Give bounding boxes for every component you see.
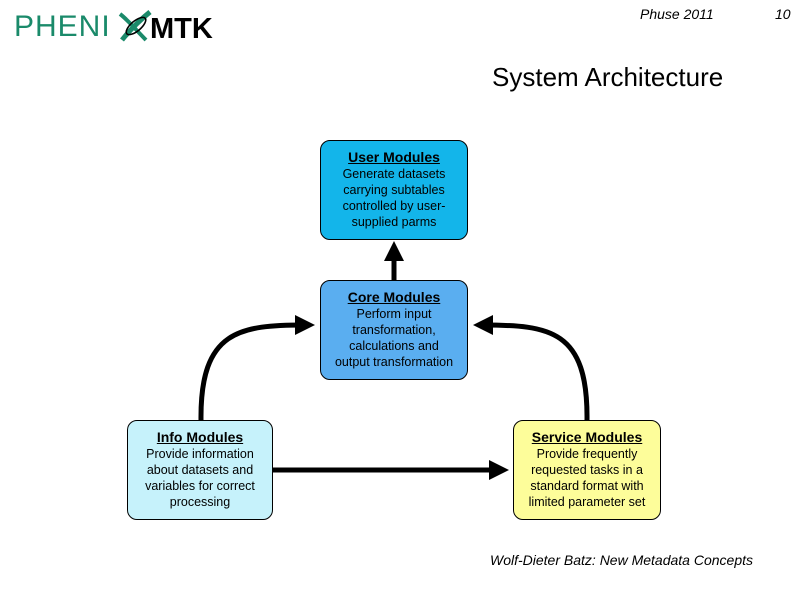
slide-footer: Wolf-Dieter Batz: New Metadata Concepts: [490, 552, 753, 568]
core-modules-box: Core Modules Perform input transformatio…: [320, 280, 468, 380]
service-modules-description: Provide frequently requested tasks in a …: [528, 447, 646, 509]
svg-text:MTK: MTK: [150, 13, 213, 45]
logo-x-mark-icon: [118, 10, 152, 42]
service-modules-box: Service Modules Provide frequently reque…: [513, 420, 661, 520]
core-modules-title: Core Modules: [347, 289, 441, 305]
slide-title: System Architecture: [492, 62, 724, 92]
edge-service-to-core: [473, 315, 590, 421]
conference-label: Phuse 2011: [640, 6, 714, 22]
info-modules-description: Provide information about datasets and v…: [145, 447, 255, 509]
page-number: 10: [775, 6, 791, 22]
edge-info-to-core: [198, 315, 315, 421]
info-modules-box: Info Modules Provide information about d…: [127, 420, 273, 520]
svg-text:PHENI: PHENI: [14, 10, 111, 43]
user-modules-title: User Modules: [348, 149, 440, 165]
user-modules-box: User Modules Generate datasets carrying …: [320, 140, 468, 240]
service-modules-title: Service Modules: [531, 429, 643, 445]
user-modules-description: Generate datasets carrying subtables con…: [342, 167, 446, 229]
core-modules-description: Perform input transformation, calculatio…: [334, 307, 454, 369]
phenix-mtk-logo: PHENI MTK: [14, 10, 213, 45]
info-modules-title: Info Modules: [156, 429, 244, 445]
